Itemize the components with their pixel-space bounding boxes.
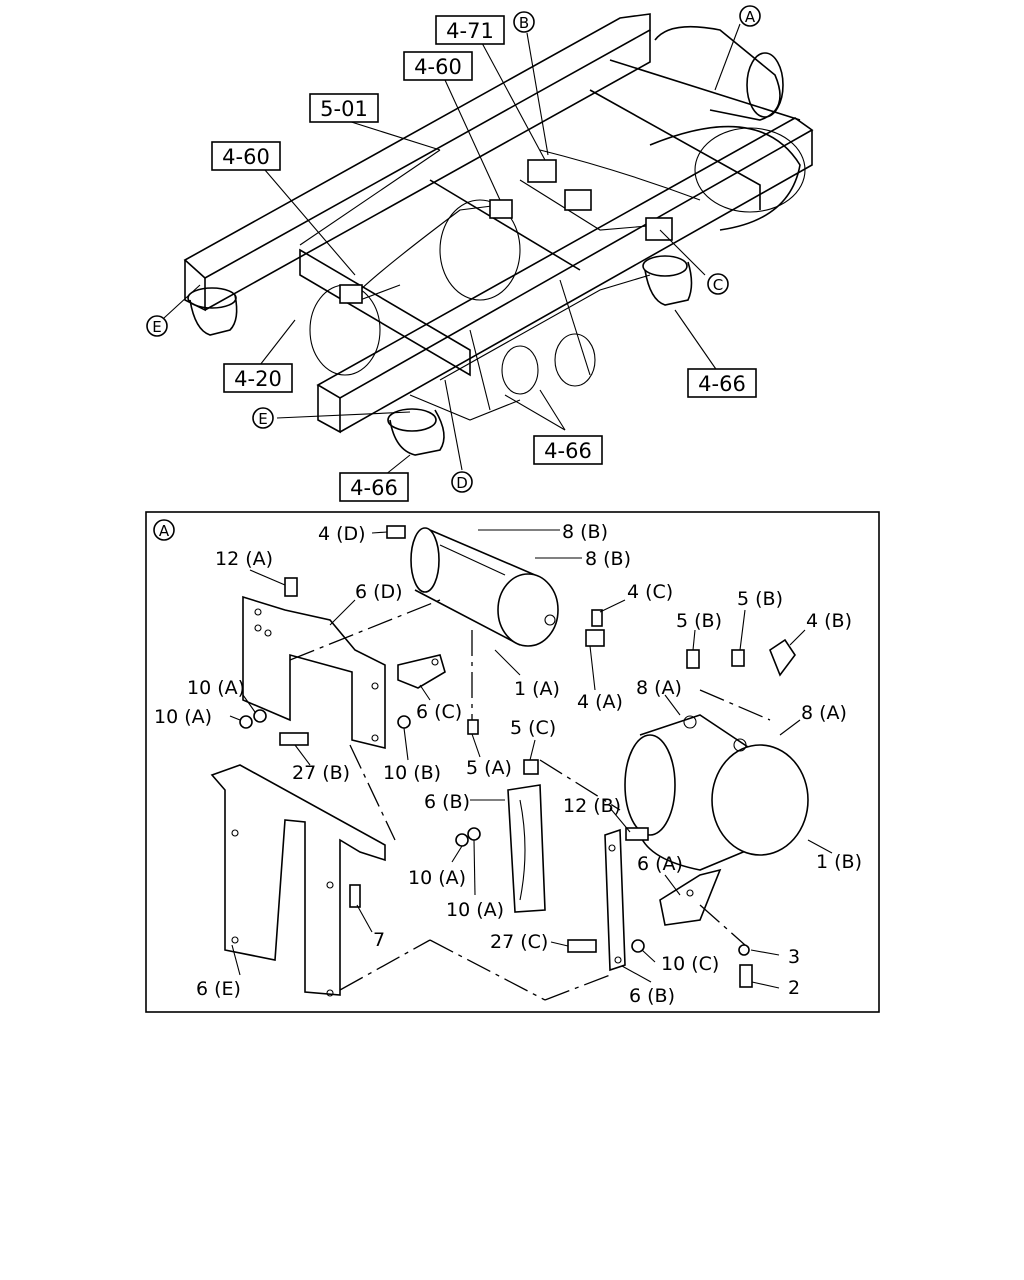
svg-text:B: B bbox=[519, 14, 529, 32]
label-4a: 4 (A) bbox=[577, 691, 623, 713]
svg-text:4-20: 4-20 bbox=[234, 367, 282, 391]
overview-leaders bbox=[163, 23, 741, 476]
svg-text:A: A bbox=[745, 8, 756, 26]
label-6c: 6 (C) bbox=[416, 701, 462, 723]
label-8a-1: 8 (A) bbox=[636, 677, 682, 699]
label-6b-upper: 6 (B) bbox=[424, 791, 470, 813]
chassis-overview bbox=[183, 13, 814, 456]
bracket-6e bbox=[210, 764, 386, 997]
section-ref-5-01: 5-01 bbox=[309, 93, 379, 123]
bracket-6c bbox=[397, 654, 446, 689]
label-5a: 5 (A) bbox=[466, 757, 512, 779]
label-10a-3: 10 (A) bbox=[408, 867, 466, 889]
bracket-6a bbox=[659, 868, 722, 926]
circle-ref-D: D bbox=[451, 471, 473, 493]
section-ref-4-60-lower: 4-60 bbox=[211, 141, 281, 171]
section-ref-4-60-upper: 4-60 bbox=[403, 51, 473, 81]
label-27c: 27 (C) bbox=[490, 931, 548, 953]
svg-text:C: C bbox=[713, 276, 723, 294]
label-8a-2: 8 (A) bbox=[801, 702, 847, 724]
section-ref-4-66-left: 4-66 bbox=[339, 472, 409, 502]
label-1a: 1 (A) bbox=[514, 678, 560, 700]
label-7: 7 bbox=[373, 929, 385, 951]
label-10a-1: 10 (A) bbox=[187, 677, 245, 699]
svg-text:4-60: 4-60 bbox=[414, 55, 462, 79]
label-5b-1: 5 (B) bbox=[676, 610, 722, 632]
label-6e: 6 (E) bbox=[196, 978, 241, 1000]
section-ref-4-66-right: 4-66 bbox=[687, 368, 757, 398]
label-6b-lower: 6 (B) bbox=[629, 985, 675, 1007]
label-10b: 10 (B) bbox=[383, 762, 441, 784]
svg-text:4-66: 4-66 bbox=[544, 439, 592, 463]
label-6a: 6 (A) bbox=[637, 853, 683, 875]
label-4d: 4 (D) bbox=[318, 523, 366, 545]
detail-frame bbox=[145, 511, 880, 1013]
fittings bbox=[239, 525, 796, 988]
svg-text:E: E bbox=[258, 410, 267, 428]
svg-text:D: D bbox=[456, 474, 468, 492]
svg-text:4-60: 4-60 bbox=[222, 145, 270, 169]
label-1b: 1 (B) bbox=[816, 851, 862, 873]
label-5c: 5 (C) bbox=[510, 717, 556, 739]
label-4c: 4 (C) bbox=[627, 581, 673, 603]
svg-text:E: E bbox=[152, 318, 161, 336]
label-27b: 27 (B) bbox=[292, 762, 350, 784]
svg-text:A: A bbox=[159, 522, 170, 540]
circle-ref-A: A bbox=[739, 5, 761, 27]
label-8b-1: 8 (B) bbox=[562, 521, 608, 543]
svg-text:4-71: 4-71 bbox=[446, 19, 494, 43]
circle-ref-C: C bbox=[707, 273, 729, 295]
svg-text:4-66: 4-66 bbox=[698, 372, 746, 396]
label-6d: 6 (D) bbox=[355, 581, 403, 603]
bracket-6d bbox=[242, 595, 386, 750]
label-2: 2 bbox=[788, 977, 800, 999]
label-12a: 12 (A) bbox=[215, 548, 273, 570]
circle-ref-E-left: E bbox=[146, 315, 168, 337]
section-ref-4-71: 4-71 bbox=[435, 15, 505, 45]
tank-1b bbox=[624, 714, 809, 871]
svg-text:4-66: 4-66 bbox=[350, 476, 398, 500]
strap-6b-lower bbox=[604, 828, 626, 972]
svg-text:5-01: 5-01 bbox=[320, 97, 368, 121]
label-10a-4: 10 (A) bbox=[446, 899, 504, 921]
tank-1a bbox=[410, 527, 559, 647]
detail-circle-label: A bbox=[153, 519, 175, 541]
label-5b-2: 5 (B) bbox=[737, 588, 783, 610]
detail-labels: 4 (D) 8 (B) 8 (B) 12 (A) 6 (D) 4 (C) 5 (… bbox=[154, 521, 862, 1007]
circle-ref-E-lower: E bbox=[252, 407, 274, 429]
circle-ref-B: B bbox=[513, 11, 535, 33]
strap-6b-upper bbox=[507, 784, 546, 913]
label-12b: 12 (B) bbox=[563, 795, 621, 817]
label-10a-2: 10 (A) bbox=[154, 706, 212, 728]
section-ref-4-20: 4-20 bbox=[223, 363, 293, 393]
label-10c: 10 (C) bbox=[661, 953, 719, 975]
label-3: 3 bbox=[788, 946, 800, 968]
label-4b: 4 (B) bbox=[806, 610, 852, 632]
section-ref-4-66-middle: 4-66 bbox=[533, 435, 603, 465]
detail-leaders bbox=[229, 529, 833, 989]
label-8b-2: 8 (B) bbox=[585, 548, 631, 570]
assembly-centerlines bbox=[289, 599, 771, 1001]
